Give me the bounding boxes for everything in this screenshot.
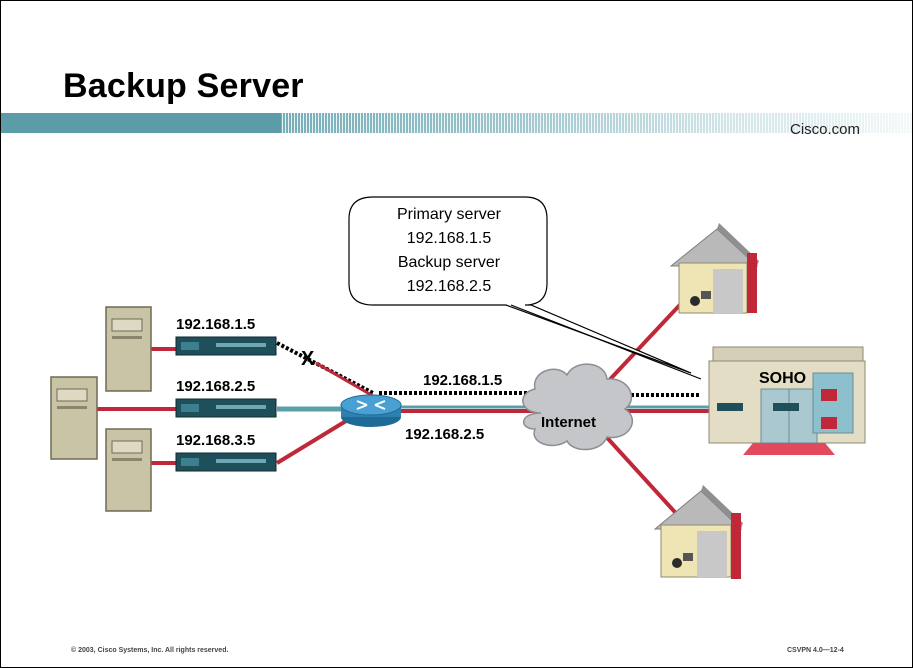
- home-office-bottom: [653, 485, 743, 579]
- link-internet-house-top: [599, 291, 693, 391]
- server-3: [105, 428, 152, 512]
- callout-line-1: Primary server: [397, 206, 502, 223]
- tunnel-backup-label: 192.168.2.5: [405, 426, 484, 443]
- course-code: CSVPN 4.0—12-4: [787, 647, 844, 654]
- router-icon: [340, 394, 402, 427]
- callout-line-4: 192.168.2.5: [407, 278, 492, 295]
- concentrator-3: [175, 452, 277, 472]
- callout-line-2: 192.168.1.5: [407, 230, 492, 247]
- failed-link-red-underlay: [315, 361, 374, 398]
- title-bar-solid: [1, 113, 281, 133]
- callout-bubble: [348, 196, 702, 380]
- link-lines: [97, 291, 841, 523]
- concentrator-1-label: 192.168.1.5: [176, 316, 255, 333]
- concentrator-1: [175, 336, 277, 356]
- failed-link-concentrator1-router: [276, 341, 374, 395]
- link-concentrator3-router: [275, 419, 348, 465]
- copyright-text: © 2003, Cisco Systems, Inc. All rights r…: [71, 647, 229, 654]
- concentrator-2: [175, 398, 277, 418]
- home-office-top: [669, 223, 759, 314]
- concentrator-3-label: 192.168.3.5: [176, 432, 255, 449]
- slide-title: Backup Server: [63, 67, 304, 105]
- server-2: [50, 376, 98, 460]
- soho-building: [708, 346, 866, 455]
- brand-text: Cisco.com: [789, 121, 860, 138]
- link-internet-house-bottom: [599, 429, 685, 523]
- tunnel-primary-label: 192.168.1.5: [423, 372, 502, 389]
- failed-link-x-mark: X: [301, 348, 315, 370]
- concentrator-2-label: 192.168.2.5: [176, 378, 255, 395]
- soho-label: SOHO: [759, 370, 806, 387]
- callout-line-3: Backup server: [398, 254, 501, 271]
- internet-cloud: [522, 363, 634, 451]
- internet-label: Internet: [541, 414, 596, 431]
- server-1: [105, 306, 152, 392]
